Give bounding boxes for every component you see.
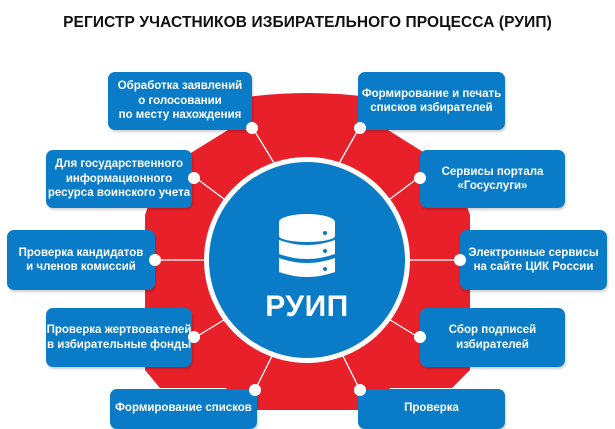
connector-line-10: [342, 355, 361, 391]
module-box-vote-location-applications: Обработка заявлений о голосовании по мес…: [108, 72, 252, 130]
connector-line-9: [254, 355, 273, 391]
module-box-candidate-check: Проверка кандидатов и членов комиссий: [7, 230, 155, 290]
module-box-donor-check: Проверка жертвователей в избирательные ф…: [46, 308, 192, 367]
connector-dot-5: [149, 254, 161, 266]
module-box-voter-lists-printing: Формирование и печать списков избирателе…: [358, 72, 505, 130]
connector-dot-10: [354, 384, 366, 396]
connector-dot-4: [414, 172, 426, 184]
connector-dot-3: [188, 172, 200, 184]
module-box-military-registration: Для государственного информационного рес…: [46, 150, 192, 208]
module-box-gosuslugi-services: Сервисы портала «Госуслуги»: [420, 150, 565, 208]
connector-dot-2: [354, 122, 366, 134]
module-box-cec-e-services: Электронные сервисы на сайте ЦИК России: [460, 230, 607, 290]
connector-dot-7: [188, 331, 200, 343]
hub-diagram: [145, 93, 470, 410]
diagram-title: РЕГИСТР УЧАСТНИКОВ ИЗБИРАТЕЛЬНОГО ПРОЦЕС…: [63, 14, 552, 31]
connector-dot-8: [414, 331, 426, 343]
database-icon: [279, 214, 335, 277]
connector-dots: [0, 0, 615, 410]
connector-dot-1: [246, 122, 258, 134]
center-label: РУИП: [265, 290, 349, 323]
connector-dot-9: [249, 384, 261, 396]
module-box-signature-collection: Сбор подписей избирателей: [420, 308, 565, 367]
connector-dot-6: [454, 254, 466, 266]
center-circle: [209, 162, 405, 358]
